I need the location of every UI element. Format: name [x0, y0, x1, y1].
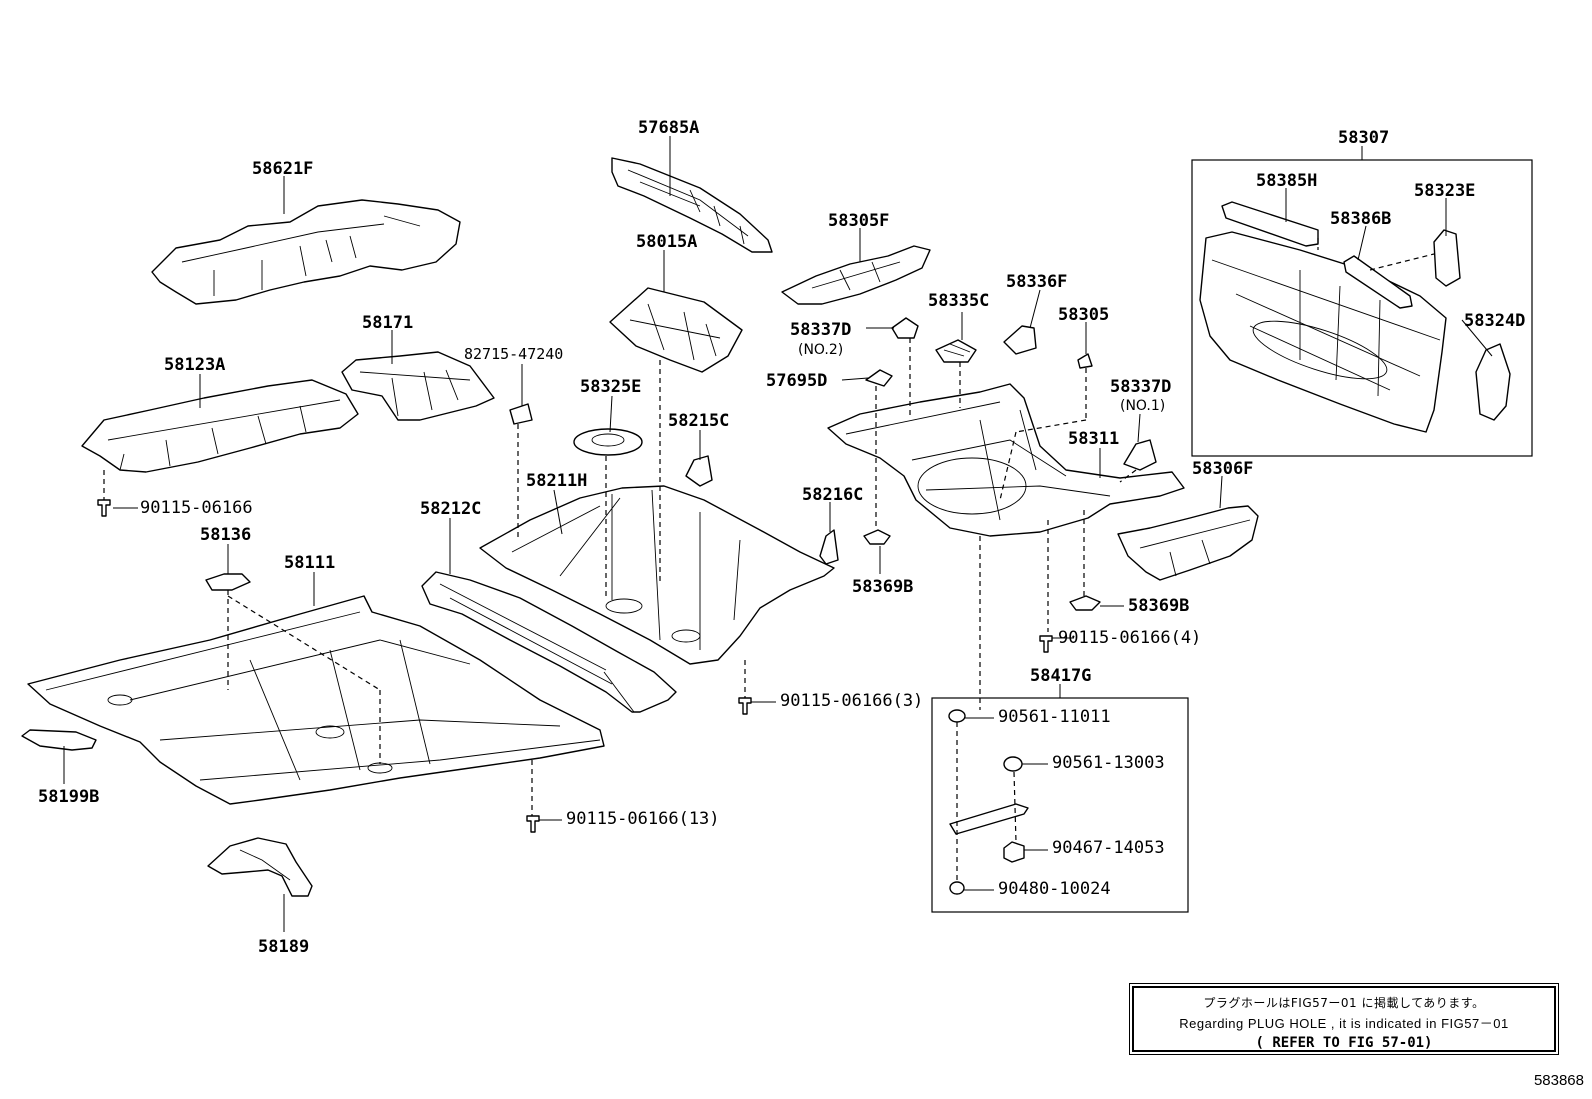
- note-english: Regarding PLUG HOLE , it is indicated in…: [1179, 1016, 1509, 1031]
- small-brackets-upper-right: [865, 317, 1157, 471]
- label-82715-47240: 82715-47240: [464, 345, 563, 363]
- label-58212C: 58212C: [420, 499, 481, 519]
- part-58311-drawing: [827, 383, 1185, 537]
- part-labels: 57685A 58621F 58307 58385H 58323E 58015A…: [38, 118, 1525, 957]
- part-58305F-drawing: [781, 245, 931, 305]
- part-58369B-drawings: [863, 529, 1101, 611]
- label-58385H: 58385H: [1256, 171, 1317, 191]
- part-58215C-drawing: [685, 455, 713, 487]
- label-58015A: 58015A: [636, 232, 697, 252]
- part-58136-drawing: [205, 573, 251, 591]
- label-90115-06166-4: 90115-06166(4): [1058, 628, 1201, 648]
- label-58215C: 58215C: [668, 411, 729, 431]
- part-58189-drawing: [207, 837, 313, 897]
- part-58123A-drawing: [81, 379, 359, 473]
- part-58111-drawing: [27, 595, 605, 805]
- label-90467-14053: 90467-14053: [1052, 838, 1165, 858]
- part-58621F-drawing: [151, 199, 461, 305]
- note-japanese: プラグホールはFIG57ー01 に掲載してあります。: [1203, 996, 1485, 1010]
- label-90115-06166-3: 90115-06166(3): [780, 691, 923, 711]
- part-58199B-drawing: [21, 729, 97, 751]
- label-90561-11011: 90561-11011: [998, 707, 1111, 727]
- label-58323E: 58323E: [1414, 181, 1475, 201]
- part-58417G-group-drawing: [948, 709, 1029, 895]
- label-no2: (NO.2): [798, 342, 843, 358]
- label-58199B: 58199B: [38, 787, 99, 807]
- part-58216C-drawing: [819, 529, 839, 565]
- part-58306F-drawing: [1117, 505, 1259, 581]
- part-58211H-drawing: [479, 485, 835, 665]
- part-58171-drawing: [341, 351, 495, 421]
- dashed-assembly-lines: [103, 238, 1435, 882]
- part-58212C-drawing: [421, 571, 677, 713]
- label-58306F: 58306F: [1192, 459, 1253, 479]
- label-58621F: 58621F: [252, 159, 313, 179]
- label-90115-06166: 90115-06166: [140, 498, 253, 518]
- label-58305: 58305: [1058, 305, 1109, 325]
- part-82715-47240-drawing: [509, 403, 533, 425]
- label-58386B: 58386B: [1330, 209, 1391, 229]
- part-58325E-drawing: [573, 428, 643, 456]
- label-90561-13003: 90561-13003: [1052, 753, 1165, 773]
- label-58211H: 58211H: [526, 471, 587, 491]
- part-58015A-drawing: [609, 287, 743, 373]
- group-box-58307: [1191, 159, 1533, 457]
- note-refer-fig: ( REFER TO FIG 57-01): [1255, 1035, 1433, 1051]
- label-58335C: 58335C: [928, 291, 989, 311]
- label-58305F: 58305F: [828, 211, 889, 231]
- group-box-58417G: [931, 697, 1189, 913]
- leader-lines: [63, 136, 1493, 932]
- label-58123A: 58123A: [164, 355, 225, 375]
- part-58307-group-drawing: [1199, 201, 1511, 433]
- label-90115-06166-13: 90115-06166(13): [566, 809, 720, 829]
- label-90480-10024: 90480-10024: [998, 879, 1111, 899]
- label-58369B-b: 58369B: [1128, 596, 1189, 616]
- label-58337D-no2: 58337D: [790, 320, 851, 340]
- label-58311: 58311: [1068, 429, 1119, 449]
- label-57695D: 57695D: [766, 371, 827, 391]
- label-58417G: 58417G: [1030, 666, 1091, 686]
- label-58136: 58136: [200, 525, 251, 545]
- figure-id: 583868: [1533, 1072, 1584, 1089]
- label-58307: 58307: [1338, 128, 1389, 148]
- label-58325E: 58325E: [580, 377, 641, 397]
- bolt-symbols: [97, 499, 1053, 833]
- label-58189: 58189: [258, 937, 309, 957]
- label-58111: 58111: [284, 553, 335, 573]
- label-57685A: 57685A: [638, 118, 699, 138]
- label-58171: 58171: [362, 313, 413, 333]
- label-no1: (NO.1): [1120, 398, 1165, 414]
- label-58216C: 58216C: [802, 485, 863, 505]
- reference-note: プラグホールはFIG57ー01 に掲載してあります。 Regarding PLU…: [1129, 983, 1559, 1055]
- label-58336F: 58336F: [1006, 272, 1067, 292]
- label-58337D-no1: 58337D: [1110, 377, 1171, 397]
- label-58324D: 58324D: [1464, 311, 1525, 331]
- label-58369B-a: 58369B: [852, 577, 913, 597]
